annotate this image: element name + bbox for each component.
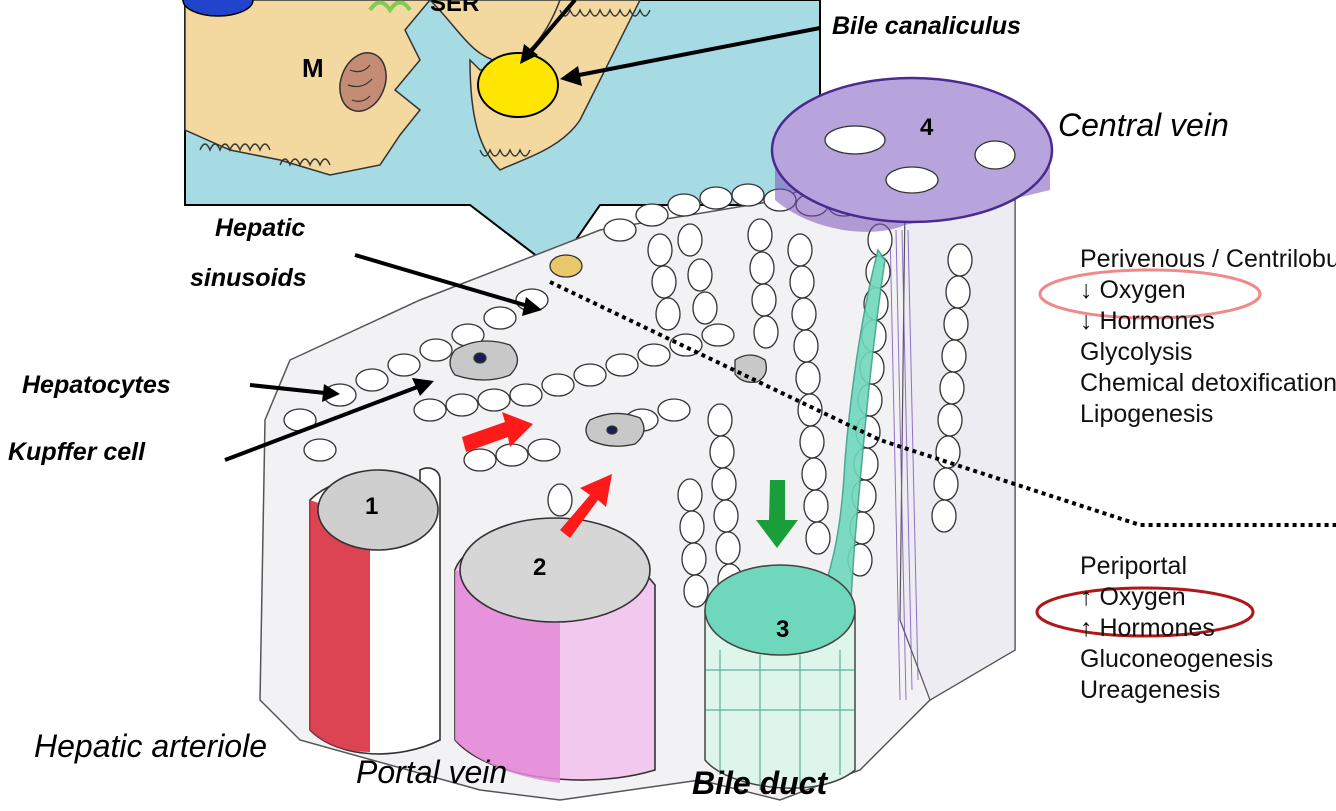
periportal-item-hormones: ↑ Hormones xyxy=(1080,613,1273,644)
periportal-item-oxygen: ↑ Oxygen xyxy=(1080,582,1273,613)
perivenous-item-hormones: ↓ Hormones xyxy=(1080,306,1336,337)
label-hepatic-arteriole: Hepatic arteriole xyxy=(34,728,267,765)
label-bile-canaliculus: Bile canaliculus xyxy=(832,12,1021,41)
perivenous-item-glycolysis: Glycolysis xyxy=(1080,337,1336,368)
label-hepatocytes: Hepatocytes xyxy=(22,371,171,400)
periportal-item-gluconeogenesis: Gluconeogenesis xyxy=(1080,644,1273,675)
periportal-zone-list: Periportal ↑ Oxygen ↑ Hormones Gluconeog… xyxy=(1080,551,1273,706)
portal-vein-vessel xyxy=(455,518,655,783)
perivenous-zone-list: Perivenous / Centrilobular ↓ Oxygen ↓ Ho… xyxy=(1080,244,1336,430)
perivenous-item-detox: Chemical detoxification xyxy=(1080,368,1336,399)
perivenous-title: Perivenous / Centrilobular xyxy=(1080,244,1336,275)
label-central-vein: Central vein xyxy=(1058,107,1229,144)
label-kupffer-cell: Kupffer cell xyxy=(8,438,145,467)
periportal-item-ureagenesis: Ureagenesis xyxy=(1080,675,1273,706)
number-3: 3 xyxy=(776,616,789,644)
label-mitochondrion: M xyxy=(302,54,324,84)
label-hepatic-sinusoids-line2: sinusoids xyxy=(190,264,307,293)
periportal-title: Periportal xyxy=(1080,551,1273,582)
number-1: 1 xyxy=(365,493,378,521)
label-portal-vein: Portal vein xyxy=(356,754,507,791)
number-4: 4 xyxy=(920,114,933,142)
number-2: 2 xyxy=(533,554,546,582)
label-ser: SER xyxy=(430,0,479,18)
perivenous-item-lipogenesis: Lipogenesis xyxy=(1080,399,1336,430)
perivenous-item-oxygen: ↓ Oxygen xyxy=(1080,275,1336,306)
label-bile-duct: Bile duct xyxy=(692,765,827,802)
label-hepatic-sinusoids-line1: Hepatic xyxy=(215,214,305,243)
